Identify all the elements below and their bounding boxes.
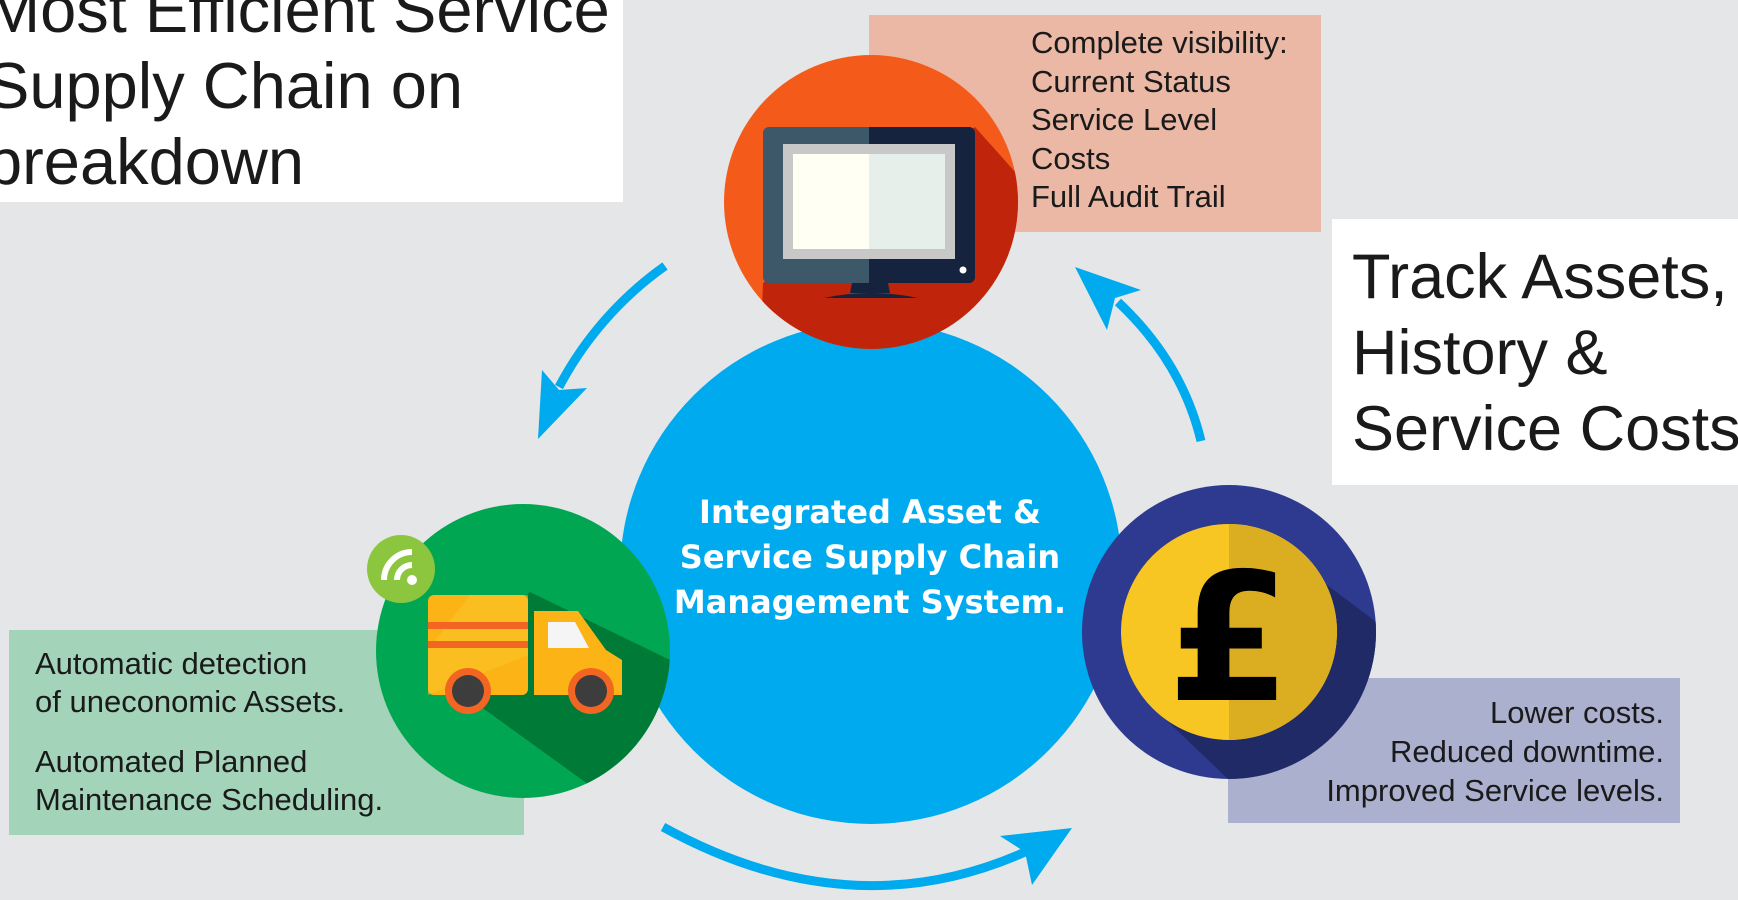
title-line: Most Efficient Service — [0, 0, 610, 46]
heading-line: History & — [1352, 318, 1608, 388]
title-line: breakdown — [0, 125, 304, 198]
wifi-signal-icon — [367, 535, 435, 603]
title-line: Supply Chain on — [0, 49, 463, 122]
note-line: Current Status — [1031, 63, 1231, 99]
hub-line: Service Supply Chain — [679, 538, 1061, 576]
note-line: Automated Planned — [35, 744, 308, 779]
note-line: Automatic detection — [35, 646, 308, 681]
pound-sterling-icon: £ — [1082, 485, 1376, 779]
delivery-truck-icon — [376, 504, 670, 798]
cycle-arrow-right — [1075, 267, 1206, 443]
heading-line: Service Costs — [1352, 394, 1738, 464]
note-line: Lower costs. — [1489, 695, 1664, 730]
note-line: Maintenance Scheduling. — [35, 782, 384, 817]
central-hub-label: Integrated Asset & Service Supply Chain … — [620, 490, 1120, 625]
computer-monitor-icon — [724, 55, 1018, 349]
svg-text:£: £ — [1167, 535, 1291, 742]
cycle-arrow-top-left — [538, 262, 668, 439]
cycle-arrow-bottom — [660, 823, 1072, 891]
note-line: of uneconomic Assets. — [35, 684, 346, 719]
central-hub-circle — [620, 322, 1122, 824]
track-assets-heading: Track Assets, History & Service Costs — [1352, 239, 1738, 467]
title-box: Most Efficient Service Supply Chain on b… — [0, 0, 623, 202]
track-assets-box: Track Assets, History & Service Costs — [1332, 219, 1738, 485]
note-line: Improved Service levels. — [1326, 773, 1664, 808]
note-line: Service Level — [1031, 102, 1218, 137]
note-line: Reduced downtime. — [1390, 734, 1664, 769]
hub-line: Integrated Asset & — [699, 493, 1041, 531]
note-line: Costs — [1031, 140, 1111, 176]
note-line: Complete visibility: — [1031, 25, 1288, 60]
diagram-title: Most Efficient Service Supply Chain on b… — [0, 0, 610, 200]
note-line: Full Audit Trail — [1031, 179, 1226, 214]
heading-line: Track Assets, — [1352, 242, 1728, 312]
hub-line: Management System. — [673, 583, 1067, 621]
